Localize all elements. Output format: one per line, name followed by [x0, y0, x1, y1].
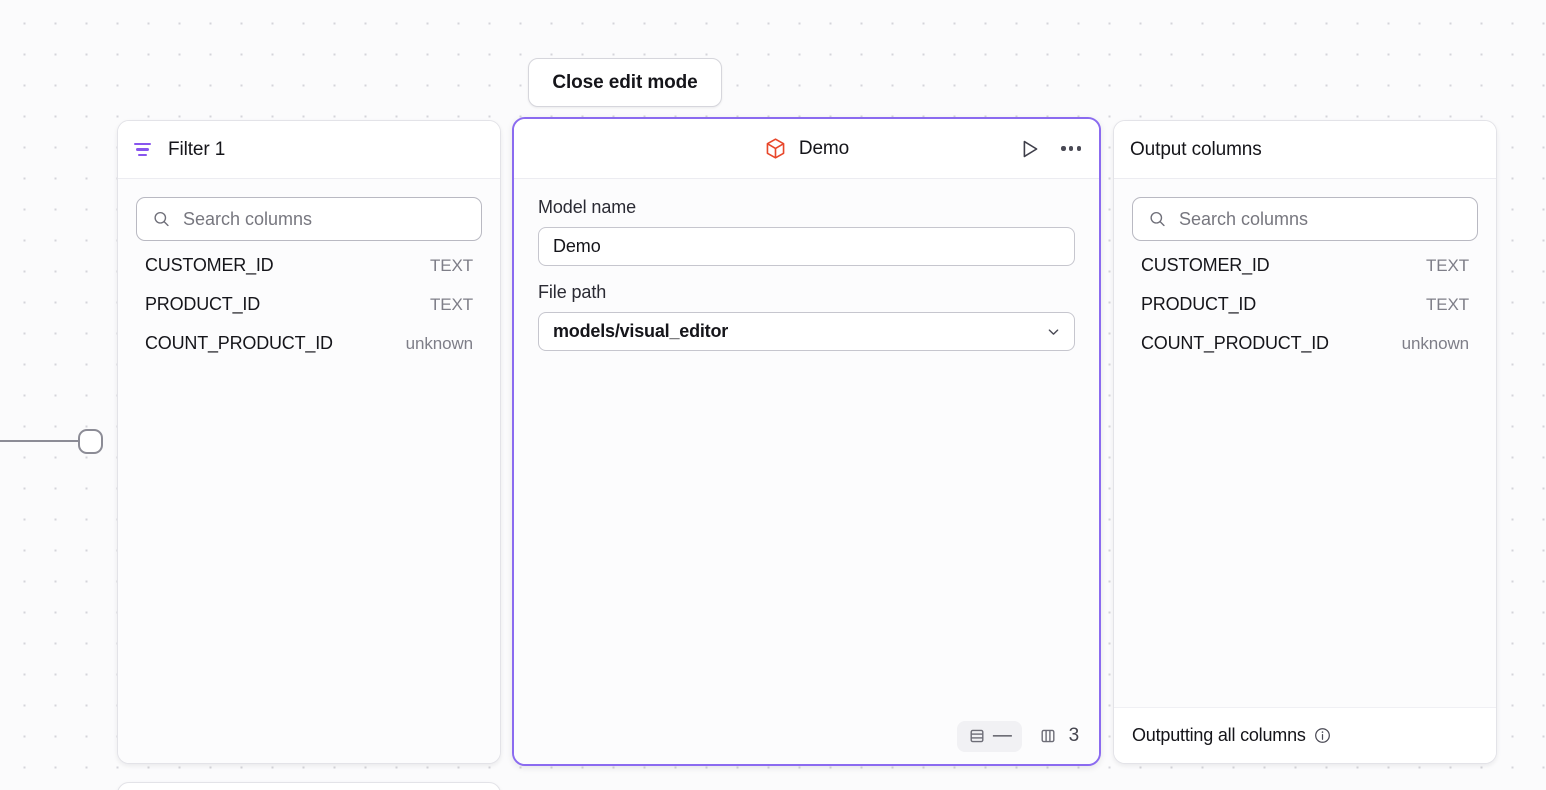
output-column-list: CUSTOMER_ID TEXT PRODUCT_ID TEXT COUNT_PRODU… [1114, 241, 1496, 372]
file-path-label: File path [538, 282, 607, 302]
column-count-value: 3 [1068, 725, 1080, 746]
model-header-actions [1017, 136, 1083, 162]
filter-node-body: CUSTOMER_ID TEXT PRODUCT_ID TEXT COUNT_PRODU… [118, 179, 500, 763]
column-name: CUSTOMER_ID [1141, 255, 1270, 275]
column-type: TEXT [429, 256, 473, 275]
filter-search-box[interactable] [136, 197, 482, 241]
ellipsis-icon [1061, 146, 1081, 151]
filter-node-header: Filter 1 [118, 121, 500, 179]
output-search-wrap [1114, 179, 1496, 241]
filter-search-wrap [118, 179, 500, 241]
column-row[interactable]: PRODUCT_ID TEXT [1130, 294, 1480, 333]
filter-column-list: CUSTOMER_ID TEXT PRODUCT_ID TEXT COUNT_PRODU… [118, 241, 500, 372]
filter-node-title: Filter 1 [168, 138, 226, 160]
column-name: CUSTOMER_ID [145, 255, 274, 275]
offscreen-node-below[interactable] [117, 782, 501, 790]
canvas-edge-line [0, 440, 82, 442]
model-node[interactable]: Demo Model name File path models/visual_… [512, 117, 1101, 766]
column-name: COUNT_PRODUCT_ID [145, 333, 333, 353]
output-columns-node[interactable]: Output columns CUSTOMER_IDTEXTPRODUCT_ID… [1113, 120, 1497, 764]
output-search-input[interactable] [1179, 198, 1477, 240]
close-edit-mode-button[interactable]: Close edit mode [528, 58, 722, 107]
model-node-header: Demo [514, 119, 1099, 179]
column-row[interactable]: PRODUCT_ID TEXT [134, 294, 484, 333]
column-row[interactable]: COUNT_PRODUCT_ID unknown [134, 333, 484, 372]
search-icon [154, 211, 169, 227]
model-name-label: Model name [538, 197, 637, 217]
output-node-body: CUSTOMER_ID TEXT PRODUCT_ID TEXT COUNT_PRODU… [1114, 179, 1496, 763]
column-name: COUNT_PRODUCT_ID [1141, 333, 1329, 353]
model-title-group: Demo [764, 137, 849, 160]
output-search-box[interactable] [1132, 197, 1478, 241]
cube-icon [766, 138, 785, 159]
search-icon [1150, 211, 1165, 227]
output-footer-text: Outputting all columns [1132, 725, 1306, 745]
model-footer-toolbar: — 3 [514, 708, 1099, 764]
filter-icon [134, 140, 154, 160]
column-type: unknown [405, 334, 473, 353]
file-path-value: models/visual_editor [553, 321, 729, 341]
file-path-select[interactable]: models/visual_editor [538, 312, 1075, 351]
model-form: Model name File path models/visual_edito… [514, 179, 1099, 351]
chevron-down-icon [1048, 328, 1059, 335]
output-node-header: Output columns [1114, 121, 1496, 179]
model-node-title: Demo [798, 137, 850, 159]
info-icon[interactable] [1314, 727, 1331, 744]
column-name: PRODUCT_ID [1141, 294, 1257, 314]
column-name: PRODUCT_ID [145, 294, 261, 314]
columns-icon [1041, 729, 1055, 743]
model-name-input[interactable] [538, 227, 1075, 266]
column-type: TEXT [429, 295, 473, 314]
run-model-button[interactable] [1017, 136, 1043, 162]
column-row[interactable]: CUSTOMER_ID TEXT [1130, 255, 1480, 294]
output-footer: Outputting all columns [1114, 707, 1496, 763]
node-connection-handle[interactable] [78, 429, 103, 454]
column-type: TEXT [1425, 295, 1469, 314]
columns-button[interactable] [1036, 724, 1060, 748]
row-count-value: — [992, 725, 1012, 746]
output-node-title: Output columns [1130, 138, 1262, 160]
column-type: TEXT [1425, 256, 1469, 275]
column-count-group[interactable]: 3 [1036, 724, 1079, 748]
column-row[interactable]: CUSTOMER_ID TEXT [134, 255, 484, 294]
play-icon [1024, 140, 1038, 157]
rows-button[interactable] [967, 726, 987, 746]
row-count-group[interactable]: — [956, 720, 1022, 752]
filter-node[interactable]: Filter 1 CUSTOMER_ID TEXT PRODUCT_ID TEXT CO… [117, 120, 501, 764]
column-type: unknown [1401, 334, 1469, 353]
filter-search-input[interactable] [183, 198, 481, 240]
model-more-options-button[interactable] [1059, 144, 1083, 152]
rows-icon [970, 729, 984, 743]
model-node-body: Model name File path models/visual_edito… [514, 179, 1099, 764]
column-row[interactable]: COUNT_PRODUCT_ID unknown [1130, 333, 1480, 372]
